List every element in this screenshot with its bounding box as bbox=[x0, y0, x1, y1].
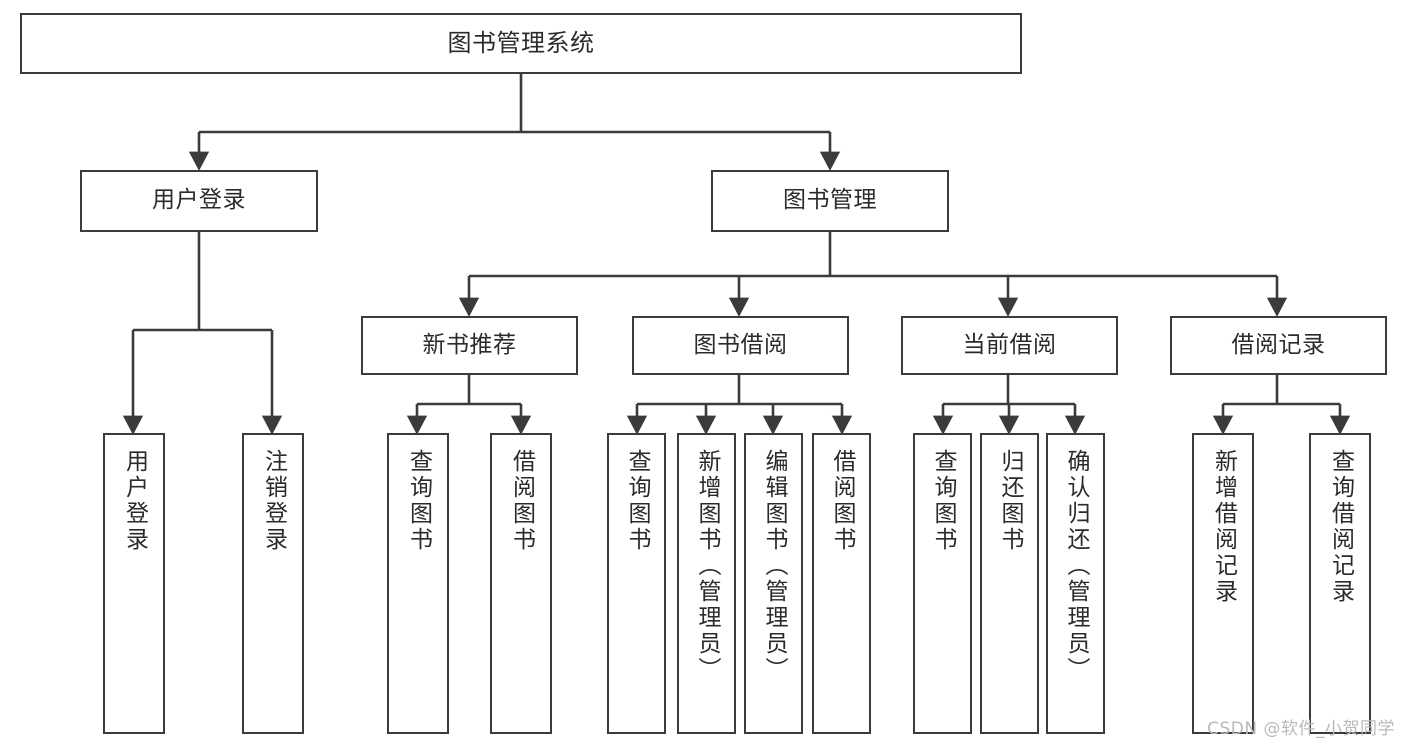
node-user-login[interactable]: 用户登录 bbox=[80, 170, 318, 232]
node-leaf-add-book-label: 新增图书（管理员） bbox=[694, 449, 720, 683]
node-leaf-user-logout[interactable]: 注销登录 bbox=[242, 433, 304, 734]
node-leaf-confirm-return-label: 确认归还（管理员） bbox=[1063, 449, 1089, 683]
node-book-manage-label: 图书管理 bbox=[783, 187, 877, 214]
node-leaf-query-record[interactable]: 查询借阅记录 bbox=[1309, 433, 1371, 734]
node-leaf-user-logout-label: 注销登录 bbox=[260, 449, 287, 553]
node-leaf-borrow-book-2[interactable]: 借阅图书 bbox=[812, 433, 871, 734]
node-leaf-return-book[interactable]: 归还图书 bbox=[980, 433, 1039, 734]
node-leaf-edit-book[interactable]: 编辑图书（管理员） bbox=[744, 433, 803, 734]
node-borrow-record-label: 借阅记录 bbox=[1231, 331, 1326, 358]
node-leaf-borrow-book-1[interactable]: 借阅图书 bbox=[490, 433, 552, 734]
node-leaf-query-book-3-label: 查询图书 bbox=[930, 449, 956, 553]
node-book-manage[interactable]: 图书管理 bbox=[711, 170, 949, 232]
node-user-login-label: 用户登录 bbox=[152, 187, 246, 214]
node-leaf-query-record-label: 查询借阅记录 bbox=[1327, 449, 1354, 605]
node-book-borrow-label: 图书借阅 bbox=[693, 331, 788, 358]
node-leaf-query-book-2-label: 查询图书 bbox=[624, 449, 650, 553]
node-root-label: 图书管理系统 bbox=[447, 29, 595, 58]
node-leaf-return-book-label: 归还图书 bbox=[997, 449, 1023, 553]
node-leaf-add-record[interactable]: 新增借阅记录 bbox=[1192, 433, 1254, 734]
node-leaf-borrow-book-2-label: 借阅图书 bbox=[829, 449, 855, 553]
node-new-book-rec-label: 新书推荐 bbox=[422, 331, 517, 358]
node-leaf-borrow-book-1-label: 借阅图书 bbox=[508, 449, 535, 553]
node-root[interactable]: 图书管理系统 bbox=[20, 13, 1022, 74]
node-leaf-add-book[interactable]: 新增图书（管理员） bbox=[677, 433, 736, 734]
node-new-book-rec[interactable]: 新书推荐 bbox=[361, 316, 578, 375]
node-leaf-add-record-label: 新增借阅记录 bbox=[1210, 449, 1237, 605]
node-leaf-query-book-3[interactable]: 查询图书 bbox=[913, 433, 972, 734]
node-leaf-edit-book-label: 编辑图书（管理员） bbox=[761, 449, 787, 683]
node-leaf-user-login[interactable]: 用户登录 bbox=[103, 433, 165, 734]
node-leaf-query-book-1[interactable]: 查询图书 bbox=[387, 433, 449, 734]
node-current-borrow-label: 当前借阅 bbox=[962, 331, 1057, 358]
watermark: CSDN @软件_小贺同学 bbox=[1207, 719, 1395, 739]
node-book-borrow[interactable]: 图书借阅 bbox=[632, 316, 849, 375]
node-current-borrow[interactable]: 当前借阅 bbox=[901, 316, 1118, 375]
node-leaf-query-book-2[interactable]: 查询图书 bbox=[607, 433, 666, 734]
node-leaf-query-book-1-label: 查询图书 bbox=[405, 449, 432, 553]
node-borrow-record[interactable]: 借阅记录 bbox=[1170, 316, 1387, 375]
node-leaf-confirm-return[interactable]: 确认归还（管理员） bbox=[1046, 433, 1105, 734]
node-leaf-user-login-label: 用户登录 bbox=[121, 449, 148, 553]
